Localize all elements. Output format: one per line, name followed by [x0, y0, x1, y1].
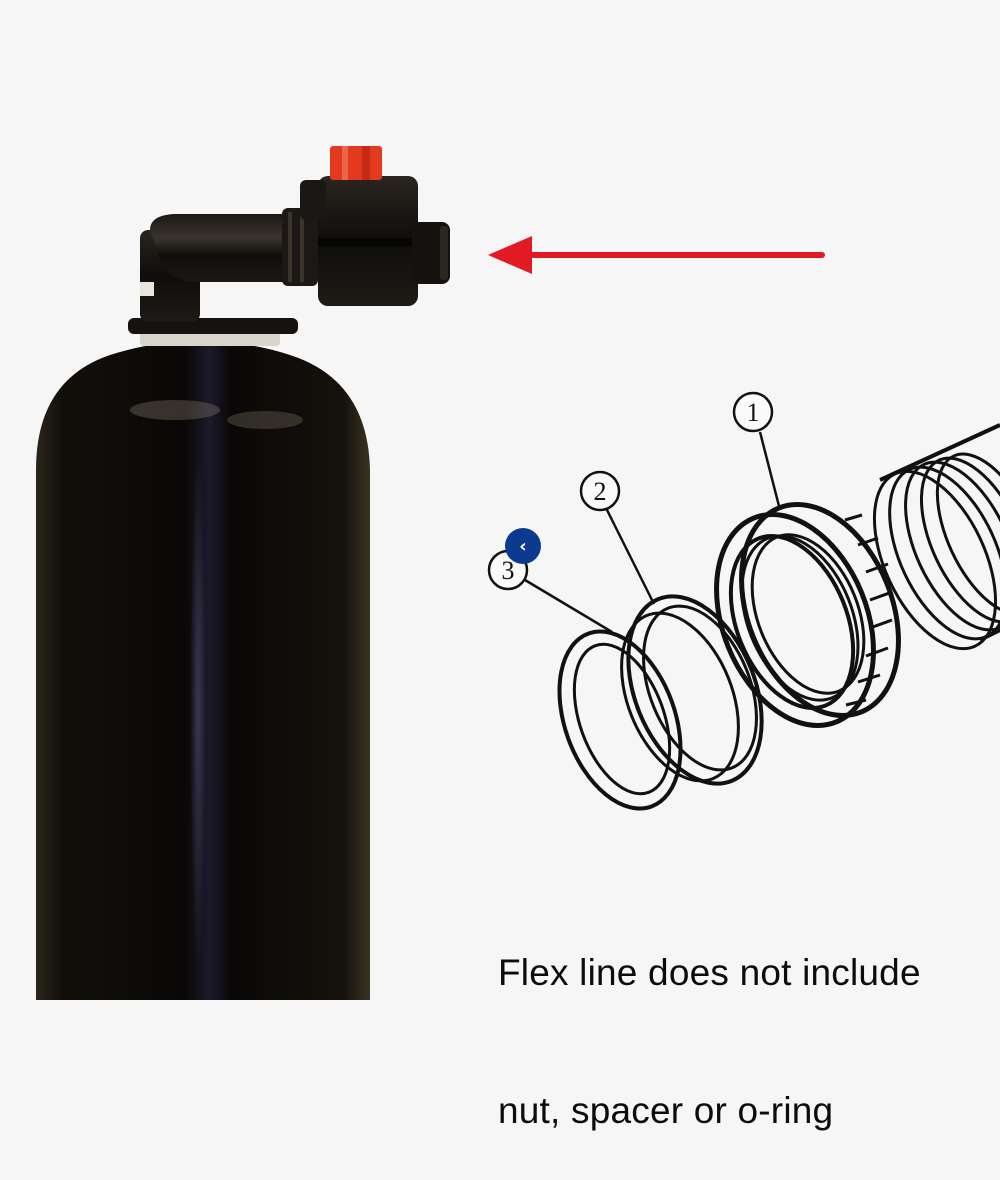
exploded-diagram: [524, 423, 1000, 811]
o-ring-part-3: [557, 629, 683, 811]
chevron-left-icon[interactable]: ‹: [505, 528, 541, 564]
nut-part-1: [714, 502, 901, 728]
callout-2: 2: [579, 470, 621, 512]
svg-text:2: 2: [594, 477, 607, 506]
caption-line-1: Flex line does not include: [498, 952, 921, 993]
callout-1: 1: [732, 391, 774, 433]
flex-line-hose: [872, 423, 1000, 651]
spacer-part-2: [620, 594, 764, 786]
caption-line-2: nut, spacer or o-ring: [498, 1090, 834, 1131]
tank: [36, 318, 370, 1000]
bypass-valve: [140, 146, 450, 322]
caption-text: Flex line does not include nut, spacer o…: [498, 858, 921, 1180]
product-illustration: 1 2 3: [36, 146, 1000, 1000]
svg-text:1: 1: [747, 398, 760, 427]
red-arrow-icon: [488, 236, 825, 274]
svg-text:3: 3: [502, 556, 515, 585]
